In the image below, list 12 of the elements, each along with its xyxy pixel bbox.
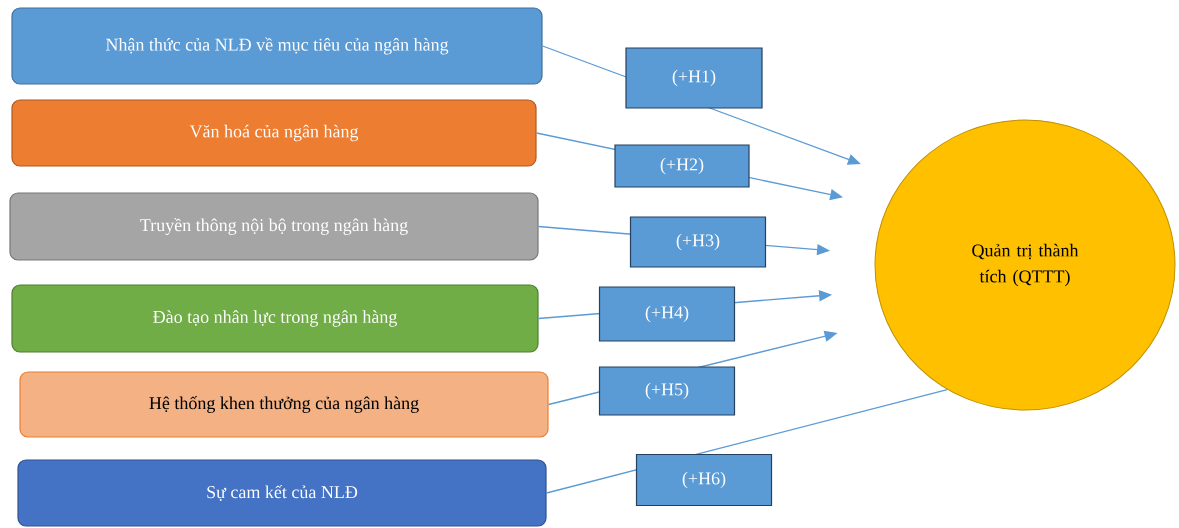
factor-box: Hệ thống khen thưởng của ngân hàng (19, 371, 549, 438)
hypothesis-label: (+H2) (614, 144, 750, 188)
factor-box: Sự cam kết của NLĐ (17, 459, 547, 527)
hypothesis-label: (+H3) (629, 216, 767, 268)
factor-box: Truyền thông nội bộ trong ngân hàng (9, 192, 539, 261)
hypothesis-label: (+H5) (598, 366, 736, 416)
hypothesis-label: (+H4) (598, 286, 736, 342)
factor-box: Văn hoá của ngân hàng (11, 99, 537, 167)
factor-box: Đào tạo nhân lực trong ngân hàng (11, 284, 539, 353)
hypothesis-label: (+H6) (635, 453, 773, 507)
hypothesis-label: (+H1) (625, 47, 763, 109)
factor-box: Nhận thức của NLĐ về mục tiêu của ngân hàng (11, 7, 543, 85)
